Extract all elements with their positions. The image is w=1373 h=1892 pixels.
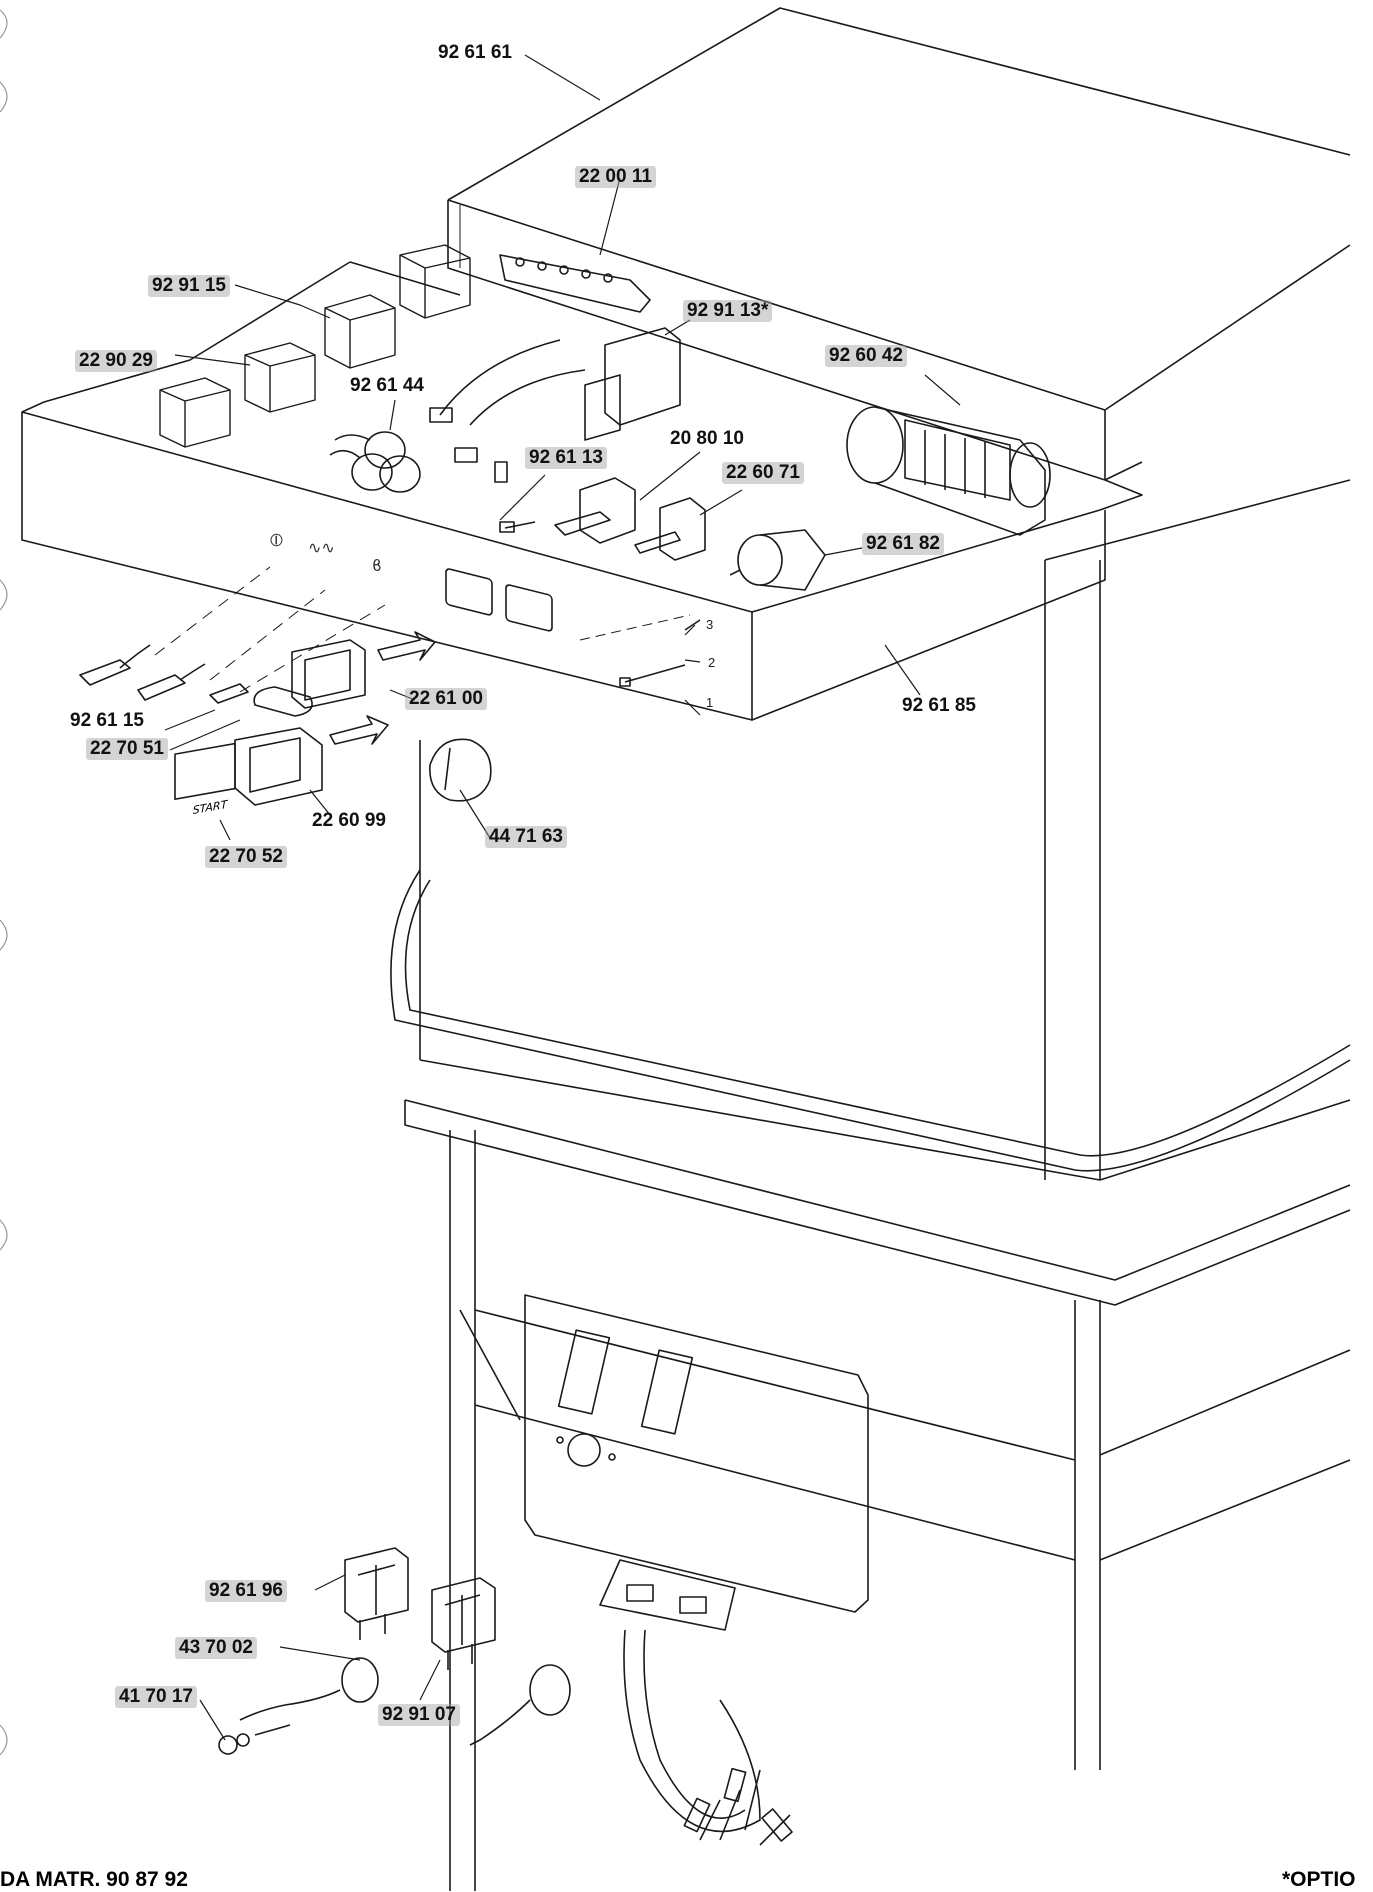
lower-front-plate (524, 1294, 869, 1833)
part-label-926196: 92 61 96 (205, 1580, 287, 1602)
part-label-926042: 92 60 42 (825, 345, 907, 367)
part-label-220011: 22 00 11 (575, 166, 656, 188)
leader-lines (164, 54, 961, 1741)
thermostats (499, 477, 706, 561)
part-label-229029: 22 90 29 (75, 350, 157, 372)
part-label-926144: 92 61 44 (350, 375, 424, 396)
part-label-226100: 22 61 00 (405, 688, 487, 710)
selector-position-1: 1 (706, 695, 714, 710)
capacitor (329, 431, 421, 493)
part-label-929115: 92 91 15 (148, 275, 230, 297)
part-label-926115: 92 61 15 (70, 710, 144, 731)
part-label-437002: 43 70 02 (175, 1637, 257, 1659)
timer-motor (729, 529, 826, 591)
power-symbol-icon: ⦶ (270, 530, 284, 551)
part-label-926182: 92 61 82 (862, 533, 944, 555)
part-label-226071: 22 60 71 (722, 462, 804, 484)
part-label-926113: 92 61 13 (525, 447, 607, 469)
part-label-926185: 92 61 85 (902, 695, 976, 716)
part-label-447163: 44 71 63 (485, 826, 567, 848)
component-tray (189, 261, 1143, 511)
optional-note: *OPTIO (1282, 1868, 1356, 1891)
start-button-text: START (192, 797, 228, 817)
top-cover (447, 7, 1351, 481)
terminal-block (499, 254, 651, 313)
wiring-loom (683, 1767, 793, 1846)
heating-symbol-icon: ∿∿ (308, 538, 335, 557)
cabinet-body (390, 479, 1351, 1891)
serial-range-note: DA MATR. 90 87 92 (0, 1868, 188, 1891)
control-panel (21, 359, 1106, 721)
part-label-227052: 22 70 52 (205, 846, 287, 868)
programme-timer (846, 406, 1051, 536)
relay-block (159, 244, 471, 448)
part-label-226099: 22 60 99 (312, 810, 386, 831)
selector-position-2: 2 (708, 655, 716, 670)
part-label-929107: 92 91 07 (378, 1704, 460, 1726)
binder-holes (0, 9, 8, 1756)
pump-symbol-icon: ϐ (372, 556, 382, 575)
selector-position-3: 3 (706, 617, 714, 632)
part-label-417017: 41 70 17 (115, 1686, 197, 1708)
part-label-227051: 22 70 51 (86, 738, 168, 760)
switch-module (429, 327, 681, 483)
safety-thermostats (218, 1547, 571, 1755)
panel-fittings (79, 566, 701, 806)
part-label-208010: 20 80 10 (670, 428, 744, 449)
part-label-929113: 92 91 13* (683, 300, 773, 322)
part-label-926161: 92 61 61 (438, 42, 512, 63)
